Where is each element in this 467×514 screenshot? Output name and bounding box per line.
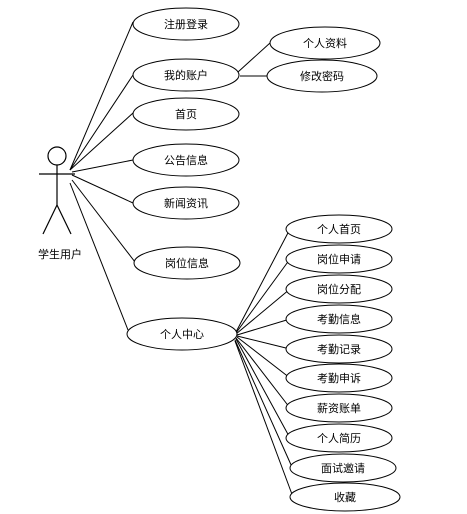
assoc-interview-invite: [234, 339, 293, 468]
use-case-news[interactable]: 新闻资讯: [132, 186, 240, 220]
use-case-label: 我的账户: [164, 68, 208, 82]
use-case-salary-bill[interactable]: 薪资账单: [285, 393, 393, 423]
use-case-label: 个人简历: [317, 431, 361, 445]
use-case-attendance-info[interactable]: 考勤信息: [285, 304, 393, 334]
assoc-job-application: [235, 258, 291, 334]
use-case-profile[interactable]: 个人资料: [269, 26, 381, 60]
use-case-label: 个人资料: [303, 36, 347, 50]
use-case-interview-invite[interactable]: 面试邀请: [289, 453, 397, 483]
assoc-salary-bill: [235, 337, 291, 409]
assoc-resume: [235, 338, 291, 439]
use-case-label: 修改密码: [300, 69, 344, 83]
my-account-associations: [237, 42, 271, 77]
assoc-attendance-record: [236, 335, 291, 350]
use-case-attendance-appeal[interactable]: 考勤申诉: [285, 363, 393, 393]
assoc-announcements: [71, 159, 134, 173]
assoc-profile: [237, 42, 271, 73]
use-case-favorites[interactable]: 收藏: [289, 482, 401, 512]
use-case-label: 个人中心: [160, 328, 204, 341]
use-case-register-login[interactable]: 注册登录: [132, 7, 240, 41]
assoc-favorites: [234, 340, 294, 498]
assoc-attendance-info: [236, 318, 291, 336]
use-case-label: 考勤信息: [317, 312, 361, 326]
use-case-label: 收藏: [334, 490, 356, 504]
actor-label: 学生用户: [38, 247, 82, 261]
use-case-label: 岗位信息: [165, 256, 209, 270]
use-case-change-password[interactable]: 修改密码: [266, 59, 378, 93]
assoc-my-account: [69, 74, 134, 171]
use-case-label: 岗位申请: [317, 252, 361, 266]
use-case-job-assignment[interactable]: 岗位分配: [285, 274, 393, 304]
student-actor: 学生用户: [38, 146, 82, 261]
actor-associations: [69, 21, 136, 331]
actor-head: [47, 146, 67, 166]
use-case-personal-center[interactable]: 个人中心: [126, 317, 238, 351]
use-case-label: 个人首页: [317, 222, 361, 236]
use-case-label: 新闻资讯: [164, 196, 208, 210]
assoc-register-login: [69, 21, 134, 171]
use-case-label: 面试邀请: [321, 461, 365, 475]
assoc-job-assignment: [235, 288, 291, 335]
assoc-personal-home: [235, 228, 291, 333]
assoc-job-info: [71, 179, 136, 263]
use-case-announcements[interactable]: 公告信息: [132, 143, 240, 177]
actor-right-leg: [56, 204, 72, 235]
use-case-my-account[interactable]: 我的账户: [132, 58, 240, 92]
actor-left-leg: [42, 204, 58, 235]
use-case-personal-home[interactable]: 个人首页: [285, 214, 393, 244]
use-case-label: 首页: [175, 107, 197, 121]
use-case-resume[interactable]: 个人简历: [285, 423, 393, 453]
assoc-personal-center: [69, 182, 129, 331]
use-case-job-info[interactable]: 岗位信息: [133, 246, 241, 280]
use-case-label: 公告信息: [164, 153, 208, 167]
use-case-label: 薪资账单: [317, 402, 361, 415]
use-case-label: 岗位分配: [317, 282, 361, 296]
assoc-attendance-appeal: [236, 336, 291, 379]
personal-center-associations: [234, 228, 294, 498]
use-case-job-application[interactable]: 岗位申请: [285, 244, 393, 274]
use-case-home[interactable]: 首页: [132, 97, 240, 131]
assoc-home: [69, 112, 134, 171]
use-case-label: 注册登录: [164, 17, 208, 31]
use-case-label: 考勤申诉: [317, 372, 361, 385]
assoc-news: [71, 174, 134, 204]
use-case-label: 考勤记录: [317, 343, 361, 356]
use-case-attendance-record[interactable]: 考勤记录: [285, 334, 393, 364]
